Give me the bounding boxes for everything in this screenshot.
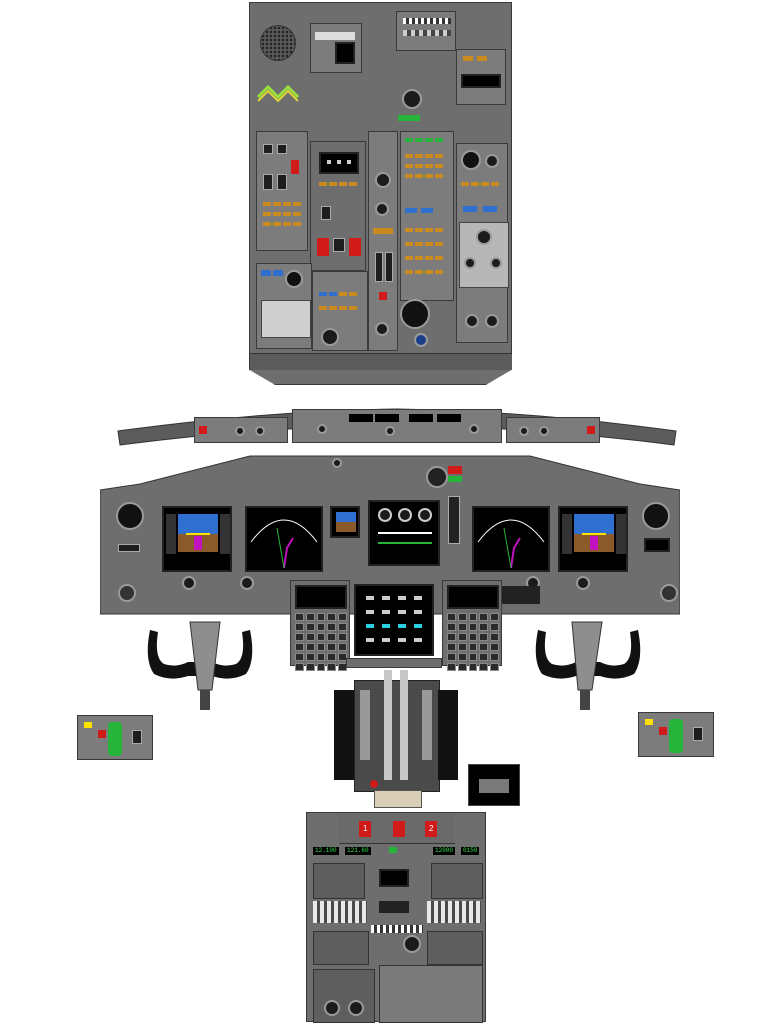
cabin-altitude-gauge: [400, 299, 430, 329]
overhead-lower-center: [312, 271, 368, 351]
fire-control-panel: 1 2: [339, 813, 455, 844]
overhead-left-middle: [256, 131, 308, 251]
autobrake-knob[interactable]: [332, 458, 342, 468]
fire-handle-right[interactable]: [349, 238, 361, 256]
cdu-surround: [346, 658, 442, 668]
com2-standby: 0150: [461, 847, 480, 855]
center-pedestal: 1 2 12.100 121.60 12000 0150: [306, 812, 486, 1023]
com1-active: 12.100: [313, 847, 339, 855]
captain-nd: [245, 506, 323, 572]
stab-trim-knob[interactable]: [403, 935, 421, 953]
tiller-icon-right[interactable]: [669, 719, 683, 753]
engine-1-label: 1: [363, 824, 368, 833]
gear-indicator-lights: [256, 83, 306, 103]
lower-eicas-display: [354, 584, 434, 656]
first-officer-side-panel: [638, 712, 714, 757]
clock-left: [116, 502, 144, 530]
tiller-icon[interactable]: [108, 722, 122, 756]
glareshield: [114, 405, 680, 451]
captain-pfd: [162, 506, 232, 572]
speaker-grille-icon: [260, 25, 296, 61]
pedestal-lower-blank: [379, 965, 483, 1023]
fire-handle-left[interactable]: [317, 238, 329, 256]
overhead-center-column: [368, 131, 398, 351]
overhead-right-column: [456, 143, 509, 343]
standby-compass-panel: [468, 764, 520, 806]
captain-control-yoke-icon[interactable]: [140, 620, 260, 715]
pressure-gauge: [461, 150, 481, 170]
audio-panel-right: [427, 901, 481, 923]
integrated-standby-display: [330, 506, 360, 538]
first-officer-nd: [472, 506, 550, 572]
left-switch-block[interactable]: [118, 544, 140, 552]
air-conditioning-panel: [459, 222, 509, 288]
com2-active: 12000: [433, 847, 456, 855]
overhead-bottom-strip: [250, 353, 512, 370]
overhead-lower-left: [256, 263, 312, 349]
master-caution-knob[interactable]: [426, 466, 448, 488]
mcp-readout-4: [437, 414, 461, 422]
mcp-readout-2: [375, 414, 399, 422]
clock-right: [642, 502, 670, 530]
captain-side-panel: [77, 715, 153, 760]
landing-gear-lever[interactable]: [448, 496, 460, 544]
mcp-readout-1: [349, 414, 373, 422]
lighting-panel-display: [335, 42, 355, 64]
overhead-right-display-module: [456, 49, 506, 105]
center-overhead-display: [319, 152, 359, 174]
mcp-readout-3: [409, 414, 433, 422]
captain-cdu: [290, 580, 350, 671]
overhead-top-center: [310, 23, 362, 73]
first-officer-control-yoke-icon[interactable]: [528, 620, 648, 715]
mode-control-panel: [292, 409, 502, 443]
red-guarded-switch[interactable]: [291, 160, 299, 174]
audio-panel-left: [313, 901, 367, 923]
fuel-quantity-knob[interactable]: [402, 89, 422, 109]
engine-2-label: 2: [429, 824, 434, 833]
overhead-right-center: [400, 131, 454, 301]
first-officer-cdu: [442, 580, 502, 671]
overhead-center-module: [310, 141, 366, 271]
overhead-top-right: [396, 11, 456, 51]
upper-eicas-display: [368, 500, 440, 566]
first-officer-pfd: [558, 506, 628, 572]
overhead-panel: [249, 2, 512, 385]
main-instrument-panel: [100, 448, 680, 616]
throttle-quadrant-icon[interactable]: [334, 670, 458, 810]
com1-standby: 121.60: [345, 847, 371, 855]
efis-panel-left: [194, 417, 288, 443]
flight-control-label: [398, 115, 420, 121]
efis-panel-right: [506, 417, 600, 443]
